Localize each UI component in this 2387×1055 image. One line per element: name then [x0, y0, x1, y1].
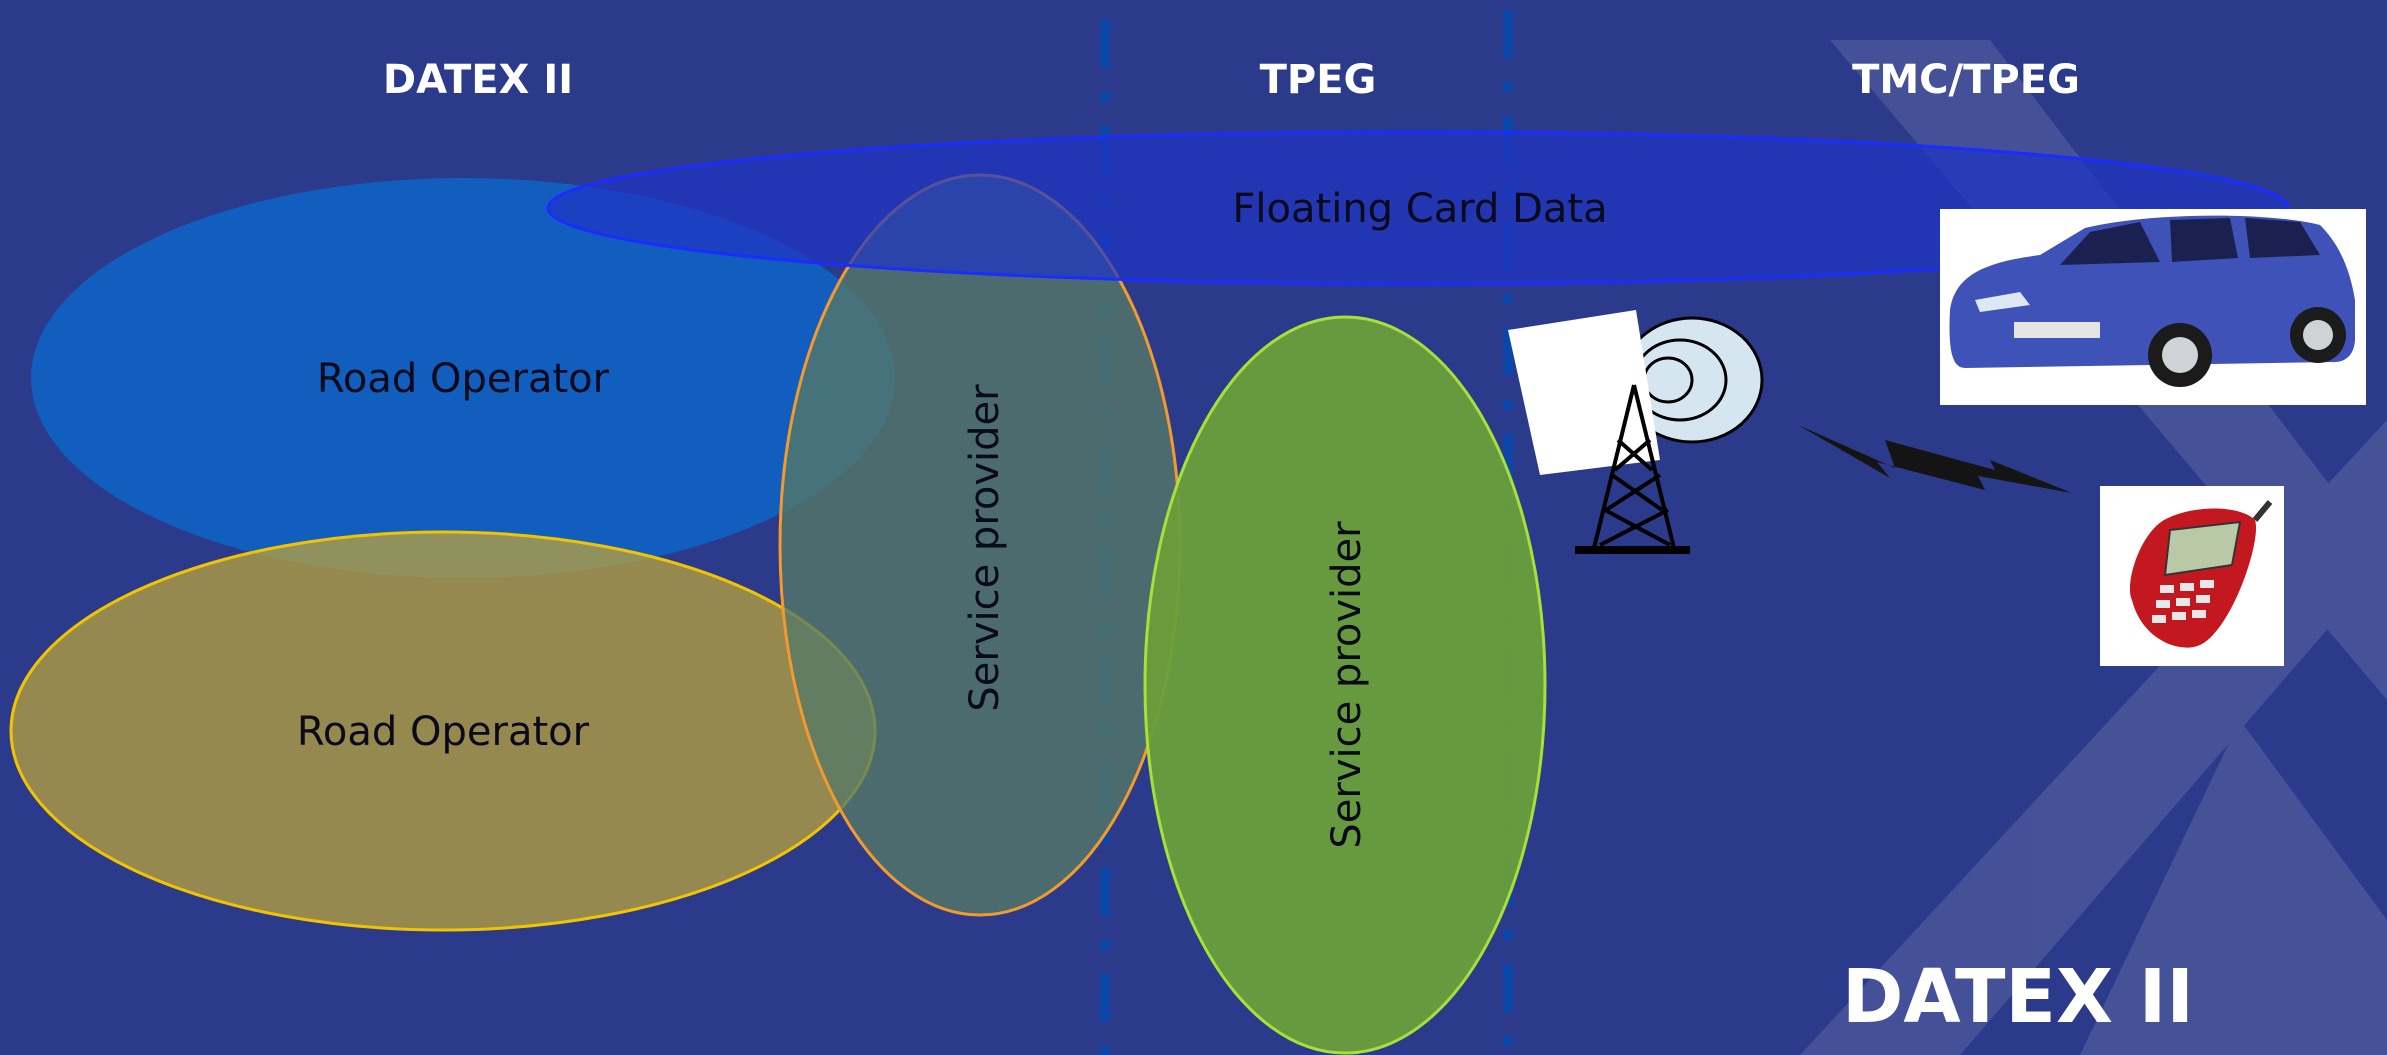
antenna-tower-icon	[1508, 310, 1764, 554]
lightning-signal-icon	[1798, 425, 2072, 493]
service-provider-ellipse-2	[1143, 315, 1547, 1055]
header-tmc-tpeg: TMC/TPEG	[1852, 57, 2080, 103]
floating-car-data-ellipse	[546, 130, 2290, 286]
datex-logo: DATEX II	[1842, 954, 2194, 1040]
road-operator-label-2: Road Operator	[297, 709, 590, 755]
mobile-phone-icon	[2100, 486, 2284, 666]
car-photo-icon	[1940, 209, 2366, 405]
road-operator-ellipse-blue	[31, 178, 895, 578]
header-datex: DATEX II	[383, 57, 573, 103]
service-provider-label-1: Service provider	[962, 384, 1008, 712]
floating-car-data-label: Floating Card Data	[1232, 186, 1607, 232]
service-provider-label-2: Service provider	[1324, 521, 1370, 849]
header-tpeg: TPEG	[1260, 57, 1377, 103]
road-operator-label-1: Road Operator	[317, 356, 610, 402]
